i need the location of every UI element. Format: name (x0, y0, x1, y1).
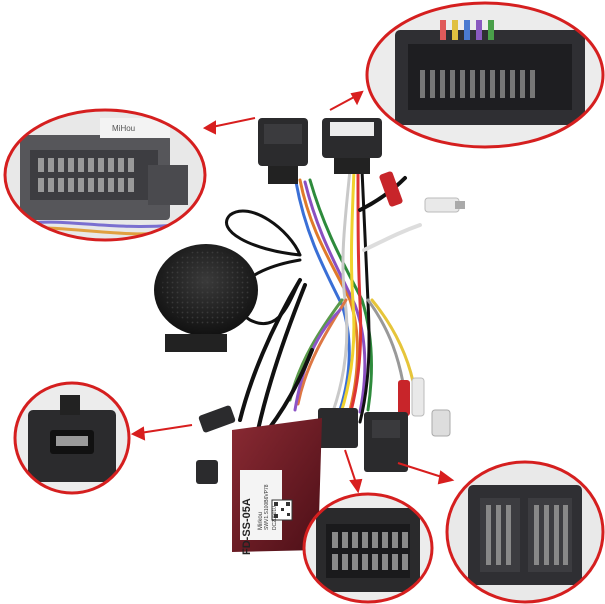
callout-arrows (130, 90, 455, 494)
usb-plug (196, 405, 236, 484)
harness-plug-left (258, 118, 308, 184)
zoom-top-left-brand: MiHou (112, 124, 135, 133)
speaker (154, 244, 258, 352)
zoom-bottom-middle (302, 492, 434, 604)
decoder-line1: SWV1.S100B6VP78 (264, 484, 270, 530)
zoom-top-left (3, 108, 207, 242)
decoder-model-label: FD-SS-05A (241, 498, 253, 555)
wire-bundle (225, 168, 422, 442)
rca-plug-red-top (379, 171, 403, 207)
bundle-plug-bottom-left (318, 408, 358, 448)
harness-plug-right (322, 118, 382, 174)
decoder-line2: DC200010 (272, 506, 278, 530)
zoom-top-right (365, 1, 605, 149)
rca-plug-white-top (424, 197, 465, 213)
zoom-middle-left (13, 381, 131, 495)
zoom-bottom-right (445, 460, 605, 604)
decoder-brand-label: Mirkou (258, 512, 264, 530)
decoder-box (232, 418, 322, 552)
bundle-plug-bottom-right (364, 412, 408, 472)
rca-plug-red-bottom (398, 380, 410, 416)
rca-plug-white-bottom (411, 377, 451, 437)
